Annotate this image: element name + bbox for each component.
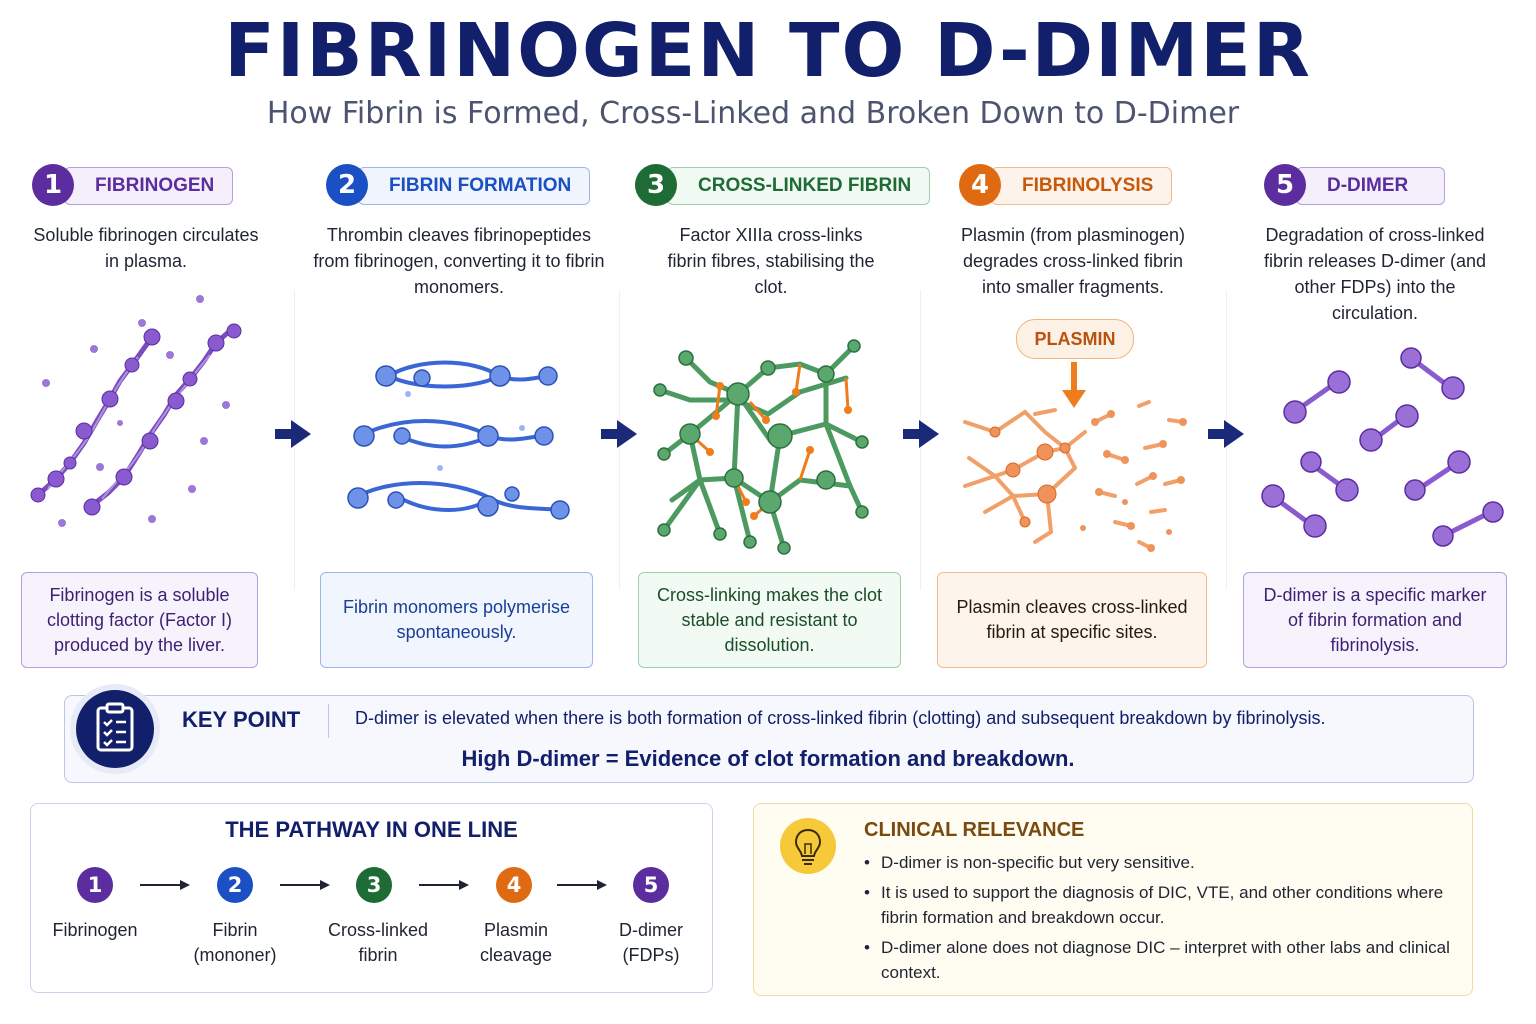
arrow-right-icon <box>419 880 469 890</box>
step-note: Fibrinogen is a soluble clotting factor … <box>21 572 258 668</box>
pathway-step-number: 5 <box>633 867 669 903</box>
page-title: FIBRINOGEN TO D-DIMER <box>224 8 1312 94</box>
step-description: Degradation of cross-linked fibrin relea… <box>1263 225 1487 323</box>
step-title: FIBRINOLYSIS <box>991 167 1173 205</box>
step-note: Cross-linking makes the clot stable and … <box>638 572 901 668</box>
pathway-step-number: 1 <box>77 867 113 903</box>
list-item: D-dimer alone does not diagnose DIC – in… <box>864 935 1459 985</box>
cross-linked-fibrin-illustration <box>653 339 869 555</box>
arrow-right-icon <box>1208 420 1244 448</box>
list-item: It is used to support the diagnosis of D… <box>864 880 1459 930</box>
step-number-badge: 4 <box>959 164 1001 206</box>
arrow-right-icon <box>903 420 939 448</box>
arrow-right-icon <box>275 420 311 448</box>
arrow-down-icon <box>1062 362 1086 408</box>
pathway-title: THE PATHWAY IN ONE LINE <box>225 817 518 842</box>
step-number-badge: 1 <box>32 164 74 206</box>
d-dimer-fragments-illustration <box>1261 347 1504 547</box>
fibrinogen-molecules-illustration <box>30 295 242 527</box>
step-title: FIBRIN FORMATION <box>358 167 591 205</box>
step-note: D-dimer is a specific marker of fibrin f… <box>1243 572 1507 668</box>
pathway-step-number: 3 <box>356 867 392 903</box>
arrow-right-icon <box>280 880 330 890</box>
step-description: Factor XIIIa cross-links fibrin fibres, … <box>667 225 875 297</box>
pathway-step-number: 2 <box>217 867 253 903</box>
fibrin-monomers-illustration <box>347 360 570 520</box>
page-subtitle: How Fibrin is Formed, Cross-Linked and B… <box>266 96 1240 131</box>
pathway-step-label: Fibrinogen <box>52 920 138 940</box>
divider <box>328 704 329 738</box>
pathway-step-label: D-dimer(FDPs) <box>618 920 683 965</box>
arrow-right-icon <box>140 880 190 890</box>
step-description: Thrombin cleaves fibrinopeptides from fi… <box>313 225 605 297</box>
clipboard-checklist-icon <box>76 690 154 768</box>
key-point-highlight: High D-dimer = Evidence of clot formatio… <box>461 746 1075 771</box>
arrow-right-icon <box>601 420 637 448</box>
step-number-badge: 2 <box>326 164 368 206</box>
key-point-panel <box>64 695 1474 783</box>
pathway-step-number: 4 <box>496 867 532 903</box>
step-description: Soluble fibrinogen circulates in plasma. <box>33 225 259 271</box>
key-point-text: D-dimer is elevated when there is both f… <box>355 708 1326 728</box>
step-title: CROSS-LINKED FIBRIN <box>667 167 931 205</box>
pathway-step-label: Fibrin(mononer) <box>193 920 277 965</box>
step-note: Fibrin monomers polymerise spontaneously… <box>320 572 593 668</box>
key-point-label: KEY POINT <box>182 707 301 732</box>
plasmin-tag: PLASMIN <box>1016 319 1134 359</box>
clinical-relevance-title: CLINICAL RELEVANCE <box>864 819 1085 841</box>
step-note: Plasmin cleaves cross-linked fibrin at s… <box>937 572 1207 668</box>
step-number-badge: 5 <box>1264 164 1306 206</box>
step-number-badge: 3 <box>635 164 677 206</box>
list-item: D-dimer is non-specific but very sensiti… <box>864 850 1459 875</box>
step-title: D-DIMER <box>1296 167 1446 205</box>
lightbulb-icon <box>780 818 836 874</box>
arrow-right-icon <box>557 880 607 890</box>
fibrin-fragments-illustration <box>963 400 1187 552</box>
clinical-bullet-list: D-dimer is non-specific but very sensiti… <box>864 850 1459 990</box>
step-title: FIBRINOGEN <box>64 167 234 205</box>
step-description: Plasmin (from plasminogen) degrades cros… <box>960 225 1186 297</box>
